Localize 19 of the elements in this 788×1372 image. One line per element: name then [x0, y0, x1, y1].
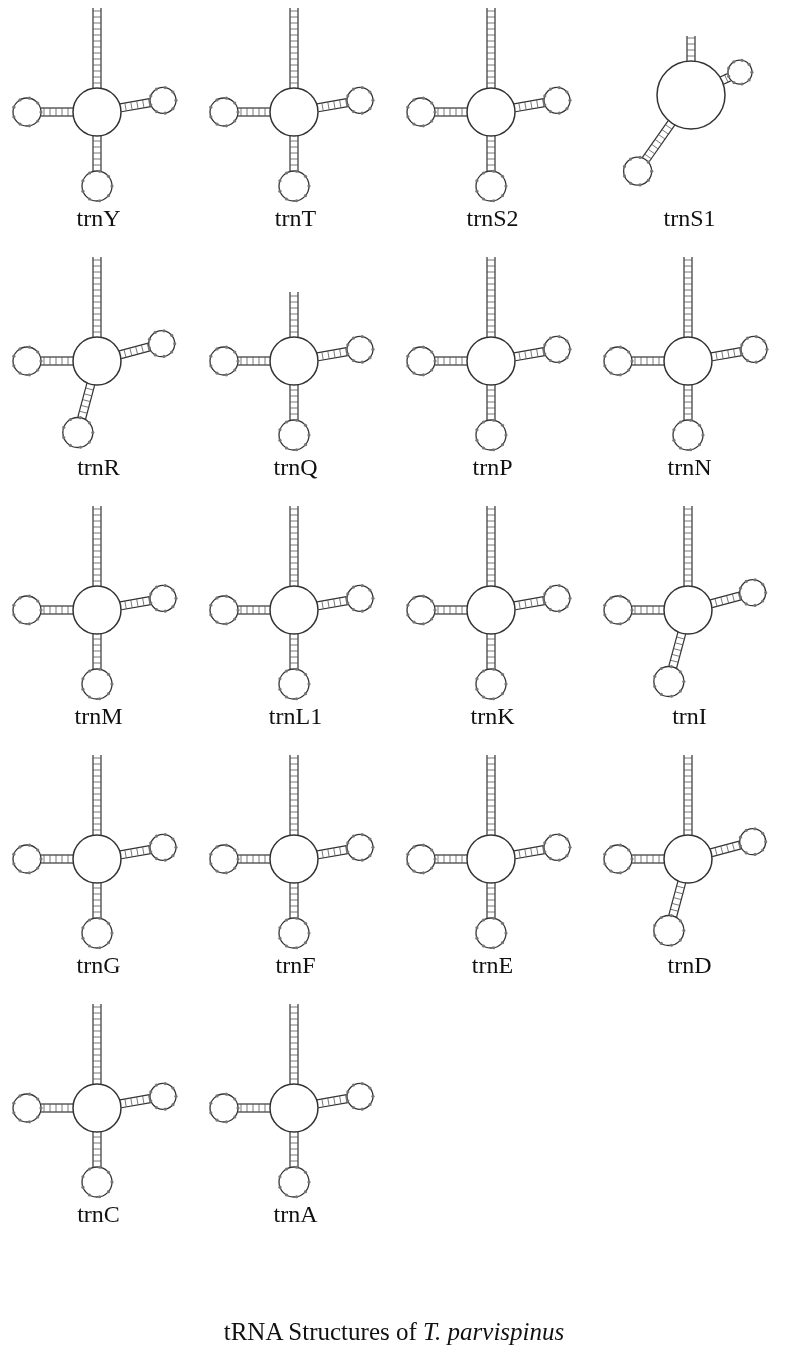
structure-label: trnI	[672, 703, 707, 729]
structure-label: trnF	[275, 952, 316, 978]
structure-label: trnA	[273, 1201, 318, 1227]
structure-label: trnQ	[273, 454, 318, 480]
structure-label: trnS1	[663, 205, 716, 231]
structure-label: trnC	[77, 1201, 120, 1227]
structure-label: trnG	[76, 952, 121, 978]
structure-label: trnE	[471, 952, 514, 978]
structure-label: trnS2	[466, 205, 519, 231]
structure-label: trnM	[74, 703, 123, 729]
structure-label: trnK	[470, 703, 515, 729]
structure-label: trnL1	[268, 703, 323, 729]
structure-label: trnD	[667, 952, 712, 978]
structure-label: trnT	[274, 205, 317, 231]
structure-label: trnR	[77, 454, 120, 480]
structure-label: trnN	[667, 454, 712, 480]
figure-caption: tRNA Structures of T. parvispinus	[223, 1318, 565, 1345]
structure-label: trnP	[472, 454, 513, 480]
structure-label: trnY	[76, 205, 121, 231]
